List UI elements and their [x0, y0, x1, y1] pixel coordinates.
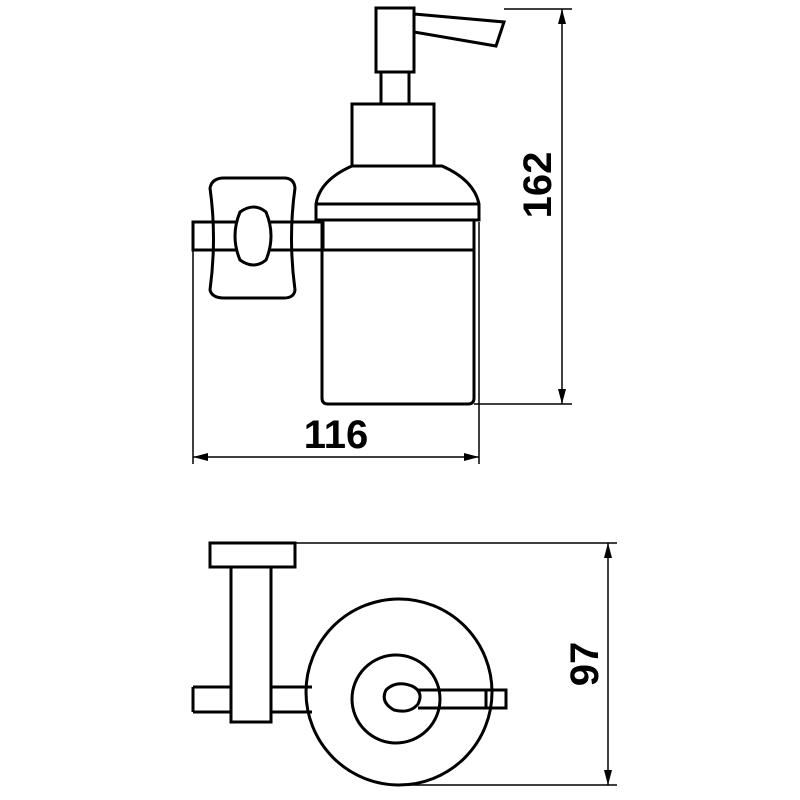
dim-97-arrow-bottom — [604, 770, 612, 785]
pump-nozzle — [412, 12, 507, 48]
top-post — [229, 565, 273, 724]
top-view: 97 — [191, 541, 617, 787]
dim-116-arrow-left — [193, 453, 208, 461]
top-wall-plate — [208, 541, 297, 569]
dim-162-arrow-bottom — [558, 389, 566, 404]
neck — [350, 102, 436, 168]
top-nozzle — [418, 688, 508, 710]
dim-97-arrow-top — [604, 543, 612, 558]
top-inner-circle — [350, 653, 442, 745]
dim-116-arrow-right — [464, 453, 479, 461]
pump-stem — [379, 70, 411, 106]
dim-97-label: 97 — [563, 642, 607, 687]
dim-116-label: 116 — [304, 413, 369, 457]
cap-shoulder — [314, 164, 481, 222]
glass-body — [320, 250, 476, 406]
dim-162-label: 162 — [516, 152, 560, 219]
top-outer-circle — [304, 597, 494, 787]
holder-ring — [320, 218, 476, 252]
top-pump-head — [382, 682, 422, 713]
front-view: 162 116 — [191, 6, 572, 464]
dim-162-arrow-top — [558, 9, 566, 24]
pump-head — [374, 6, 416, 74]
wall-plate — [208, 176, 297, 300]
bracket-knob — [233, 205, 273, 267]
